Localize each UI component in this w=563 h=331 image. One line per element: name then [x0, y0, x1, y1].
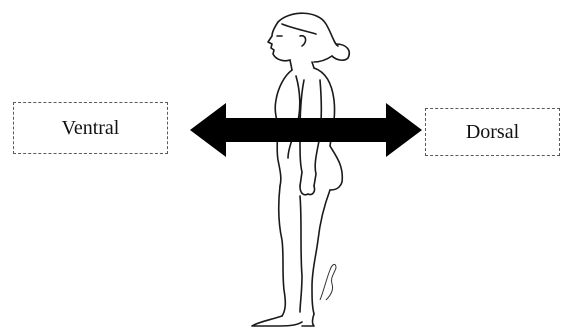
foot-front — [252, 316, 302, 326]
head-back-outline — [314, 56, 332, 62]
leg-back — [312, 190, 330, 314]
garment-line — [288, 76, 300, 158]
ventral-label: Ventral — [62, 117, 120, 140]
ventral-label-box: Ventral — [13, 102, 168, 154]
human-figure-profile — [252, 13, 349, 326]
hand — [300, 186, 315, 195]
neck-back — [312, 62, 314, 68]
dorsal-label: Dorsal — [466, 121, 519, 144]
dorsal-label-box: Dorsal — [425, 108, 560, 156]
double-headed-arrow-icon — [190, 103, 422, 157]
ponytail — [332, 44, 349, 60]
leg-inner — [300, 196, 302, 312]
ear — [300, 36, 306, 46]
neck-front — [290, 60, 292, 70]
hair-outline — [278, 13, 338, 46]
foot-back — [302, 314, 314, 326]
artist-signature — [320, 264, 336, 300]
hairline — [282, 24, 316, 34]
leg-front — [279, 186, 286, 316]
face-profile — [268, 22, 290, 61]
